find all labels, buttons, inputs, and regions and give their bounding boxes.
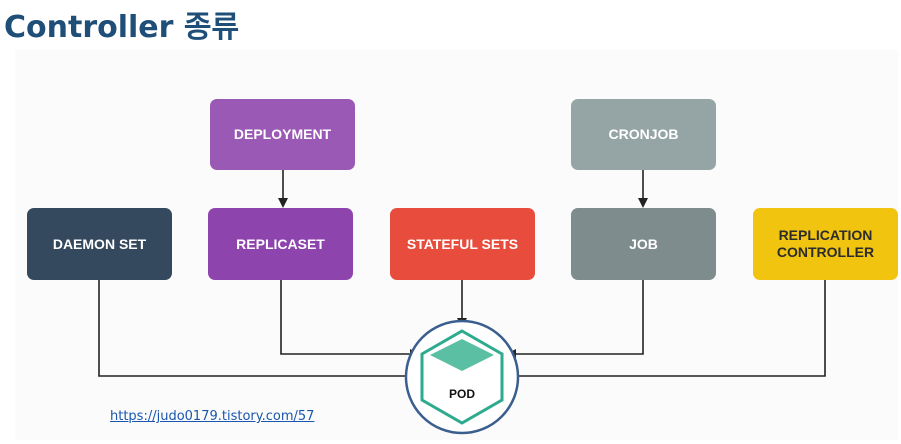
- replicaset-box: REPLICASET: [208, 208, 353, 280]
- deployment-box: DEPLOYMENT: [210, 99, 355, 170]
- arrow-replicationcontroller-to-pod: [508, 280, 826, 381]
- page-title: Controller 종류: [4, 10, 240, 45]
- pod-cube-top: [430, 339, 494, 371]
- job-box: JOB: [571, 208, 716, 280]
- arrow-daemonset-to-pod: [98, 280, 416, 381]
- pod-node: POD: [404, 319, 520, 435]
- cronjob-box: CRONJOB: [571, 99, 716, 170]
- pod-label: POD: [449, 387, 475, 401]
- daemon-set-box: DAEMON SET: [27, 208, 172, 280]
- stateful-sets-box: STATEFUL SETS: [390, 208, 535, 280]
- arrow-job-to-pod: [506, 280, 644, 359]
- arrow-replicaset-to-pod: [280, 280, 420, 359]
- replication-controller-box: REPLICATION CONTROLLER: [753, 208, 898, 280]
- source-link[interactable]: https://judo0179.tistory.com/57: [110, 409, 315, 424]
